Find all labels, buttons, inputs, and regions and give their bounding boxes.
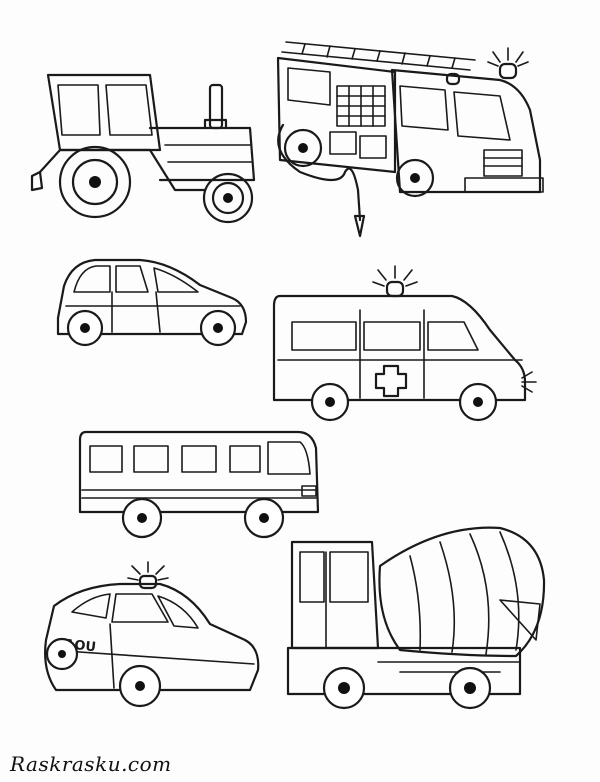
ambulance-van-icon [272, 265, 537, 422]
site-watermark: Raskrasku.com [10, 752, 172, 776]
concrete-mixer-truck-icon [286, 526, 546, 710]
hatchback-car-icon [56, 258, 248, 347]
tractor-icon [30, 73, 256, 224]
police-car-icon: AOU [44, 561, 260, 708]
bus-icon [78, 430, 320, 539]
fire-truck-icon [276, 41, 544, 238]
